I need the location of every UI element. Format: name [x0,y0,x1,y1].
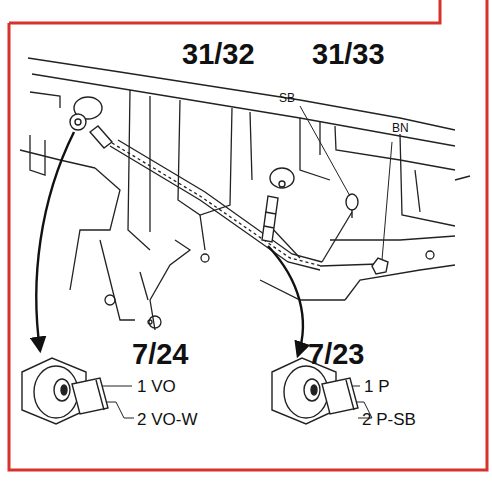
engine-block [20,58,470,330]
knock-sensor-mounted [70,97,112,148]
pointer-arrow [36,132,303,355]
frame [9,0,487,470]
wiring-harness [110,140,378,270]
pin-label: 1 P [364,378,390,395]
callout-number: 7/23 [308,340,364,369]
knock-sensor-mounted [262,168,294,242]
callout-number: 7/24 [132,340,188,369]
callout-number: 31/32 [182,40,255,69]
wire-color: BN [392,122,409,134]
wire-color: SB [279,92,295,104]
pin-label: 2 VO-W [137,411,197,428]
ground-bolt [346,194,388,274]
leader-line [300,106,392,260]
pin-label: 1 VO [137,378,176,395]
callout-number: 31/33 [312,40,385,69]
knock-sensor-detail [22,358,134,424]
pin-label: 2 P-SB [362,411,416,428]
